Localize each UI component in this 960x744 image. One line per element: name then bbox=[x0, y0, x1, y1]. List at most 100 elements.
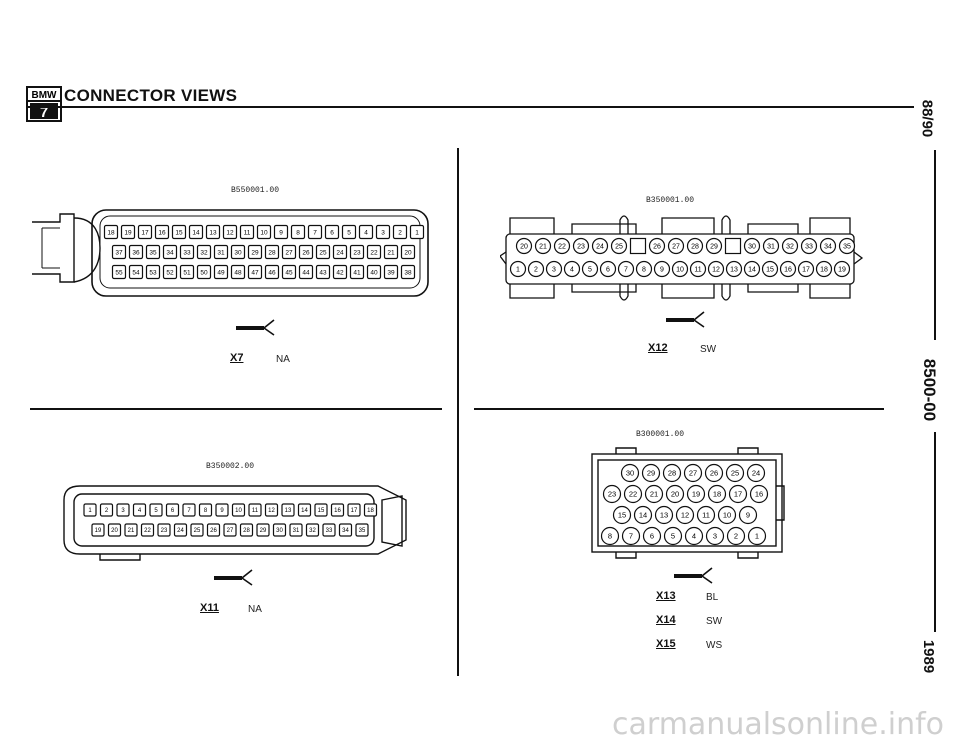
pin-outline bbox=[315, 244, 331, 260]
pin-outline bbox=[617, 260, 635, 278]
pin-number: 14 bbox=[639, 511, 647, 520]
x14-label: X14 bbox=[656, 614, 676, 626]
pin-outline bbox=[298, 244, 314, 260]
pin-number: 48 bbox=[234, 269, 242, 276]
pin-number: 11 bbox=[694, 267, 701, 274]
logo-top-text: BMW bbox=[32, 90, 58, 101]
x13-color-code: BL bbox=[706, 592, 719, 603]
pin-outline bbox=[206, 523, 221, 537]
pin-outline bbox=[349, 244, 365, 260]
pin-outline bbox=[281, 264, 297, 280]
pin-outline bbox=[230, 244, 246, 260]
pin-outline bbox=[819, 237, 837, 255]
pin-outline bbox=[633, 505, 653, 525]
pin-outline bbox=[248, 503, 262, 517]
pin-outline bbox=[188, 224, 204, 240]
pin-number: 4 bbox=[364, 229, 368, 236]
pin-outline bbox=[667, 237, 685, 255]
pin-number: 12 bbox=[268, 508, 275, 514]
pin-number: 30 bbox=[276, 528, 283, 534]
pin-outline bbox=[515, 237, 533, 255]
pin-outline bbox=[746, 463, 766, 483]
pin-number: 27 bbox=[689, 469, 697, 478]
pin-outline bbox=[239, 224, 255, 240]
side-section: 8500-00 bbox=[920, 358, 940, 422]
pin-outline bbox=[800, 237, 818, 255]
pin-number: 23 bbox=[353, 249, 361, 256]
pin-outline bbox=[728, 484, 748, 504]
pin-outline bbox=[297, 503, 312, 517]
pin-outline bbox=[223, 523, 237, 537]
pin-number: 25 bbox=[194, 528, 201, 534]
pin-number: 29 bbox=[710, 244, 718, 251]
pin-outline bbox=[572, 237, 590, 255]
pin-outline bbox=[725, 260, 743, 278]
pin-outline bbox=[621, 526, 641, 546]
pin-number: 8 bbox=[608, 532, 612, 541]
pin-outline bbox=[648, 237, 666, 255]
pin-outline bbox=[355, 523, 369, 537]
pin-number: 11 bbox=[252, 508, 259, 514]
pin-number: 17 bbox=[141, 229, 149, 236]
pin-outline bbox=[222, 224, 238, 240]
pin-outline bbox=[182, 503, 196, 517]
pin-outline bbox=[663, 526, 683, 546]
pin-outline bbox=[779, 260, 797, 278]
pin-outline bbox=[264, 264, 280, 280]
pin-number: 10 bbox=[723, 511, 731, 520]
side-date: 88/90 bbox=[918, 99, 936, 138]
pin-number: 23 bbox=[577, 244, 585, 251]
pin-outline bbox=[366, 264, 382, 280]
x11-label: X11 bbox=[200, 602, 219, 614]
pin-number: 18 bbox=[713, 490, 721, 499]
pin-number: 8 bbox=[642, 267, 646, 274]
pin-outline bbox=[157, 523, 171, 537]
connector-symbol-icon bbox=[214, 569, 253, 586]
pin-outline bbox=[696, 505, 716, 525]
pin-outline bbox=[641, 463, 661, 483]
pin-outline bbox=[671, 260, 689, 278]
pin-outline bbox=[623, 484, 643, 504]
pin-number: 37 bbox=[115, 249, 123, 256]
pin-outline bbox=[140, 523, 155, 537]
pin-number: 26 bbox=[210, 528, 217, 534]
pin-number: 34 bbox=[166, 249, 174, 256]
pin-outline bbox=[273, 224, 289, 240]
pin-number: 44 bbox=[302, 269, 310, 276]
pin-outline bbox=[179, 244, 195, 260]
pin-number: 25 bbox=[615, 244, 623, 251]
pin-number: 33 bbox=[805, 244, 813, 251]
pin-outline bbox=[553, 237, 571, 255]
pin-outline bbox=[358, 224, 374, 240]
pin-number: 25 bbox=[731, 469, 739, 478]
pin-number: 32 bbox=[200, 249, 208, 256]
pin-number: 26 bbox=[653, 244, 661, 251]
pin-number: 6 bbox=[171, 508, 175, 514]
pin-outline bbox=[665, 484, 685, 504]
pin-outline bbox=[230, 264, 246, 280]
pin-outline bbox=[704, 463, 724, 483]
pin-number: 41 bbox=[353, 269, 361, 276]
pin-number: 10 bbox=[235, 508, 242, 514]
pin-number: 7 bbox=[313, 229, 317, 236]
pin-number: 17 bbox=[351, 508, 358, 514]
x7-color-code: NA bbox=[276, 354, 290, 365]
pin-number: 32 bbox=[786, 244, 794, 251]
pin-outline bbox=[256, 523, 270, 537]
x7-part-number: B550001.00 bbox=[231, 186, 280, 195]
pin-outline bbox=[149, 503, 163, 517]
pin-outline bbox=[324, 224, 340, 240]
pin-number: 6 bbox=[330, 229, 334, 236]
pin-number: 29 bbox=[647, 469, 655, 478]
pin-outline bbox=[725, 463, 745, 483]
pin-number: 7 bbox=[187, 508, 191, 514]
pin-outline bbox=[124, 523, 138, 537]
pin-number: 2 bbox=[398, 229, 402, 236]
pin-outline bbox=[272, 523, 287, 537]
pin-outline bbox=[620, 463, 640, 483]
pin-number: 24 bbox=[596, 244, 604, 251]
x12-color-code: SW bbox=[700, 344, 717, 355]
pin-number: 52 bbox=[166, 269, 174, 276]
